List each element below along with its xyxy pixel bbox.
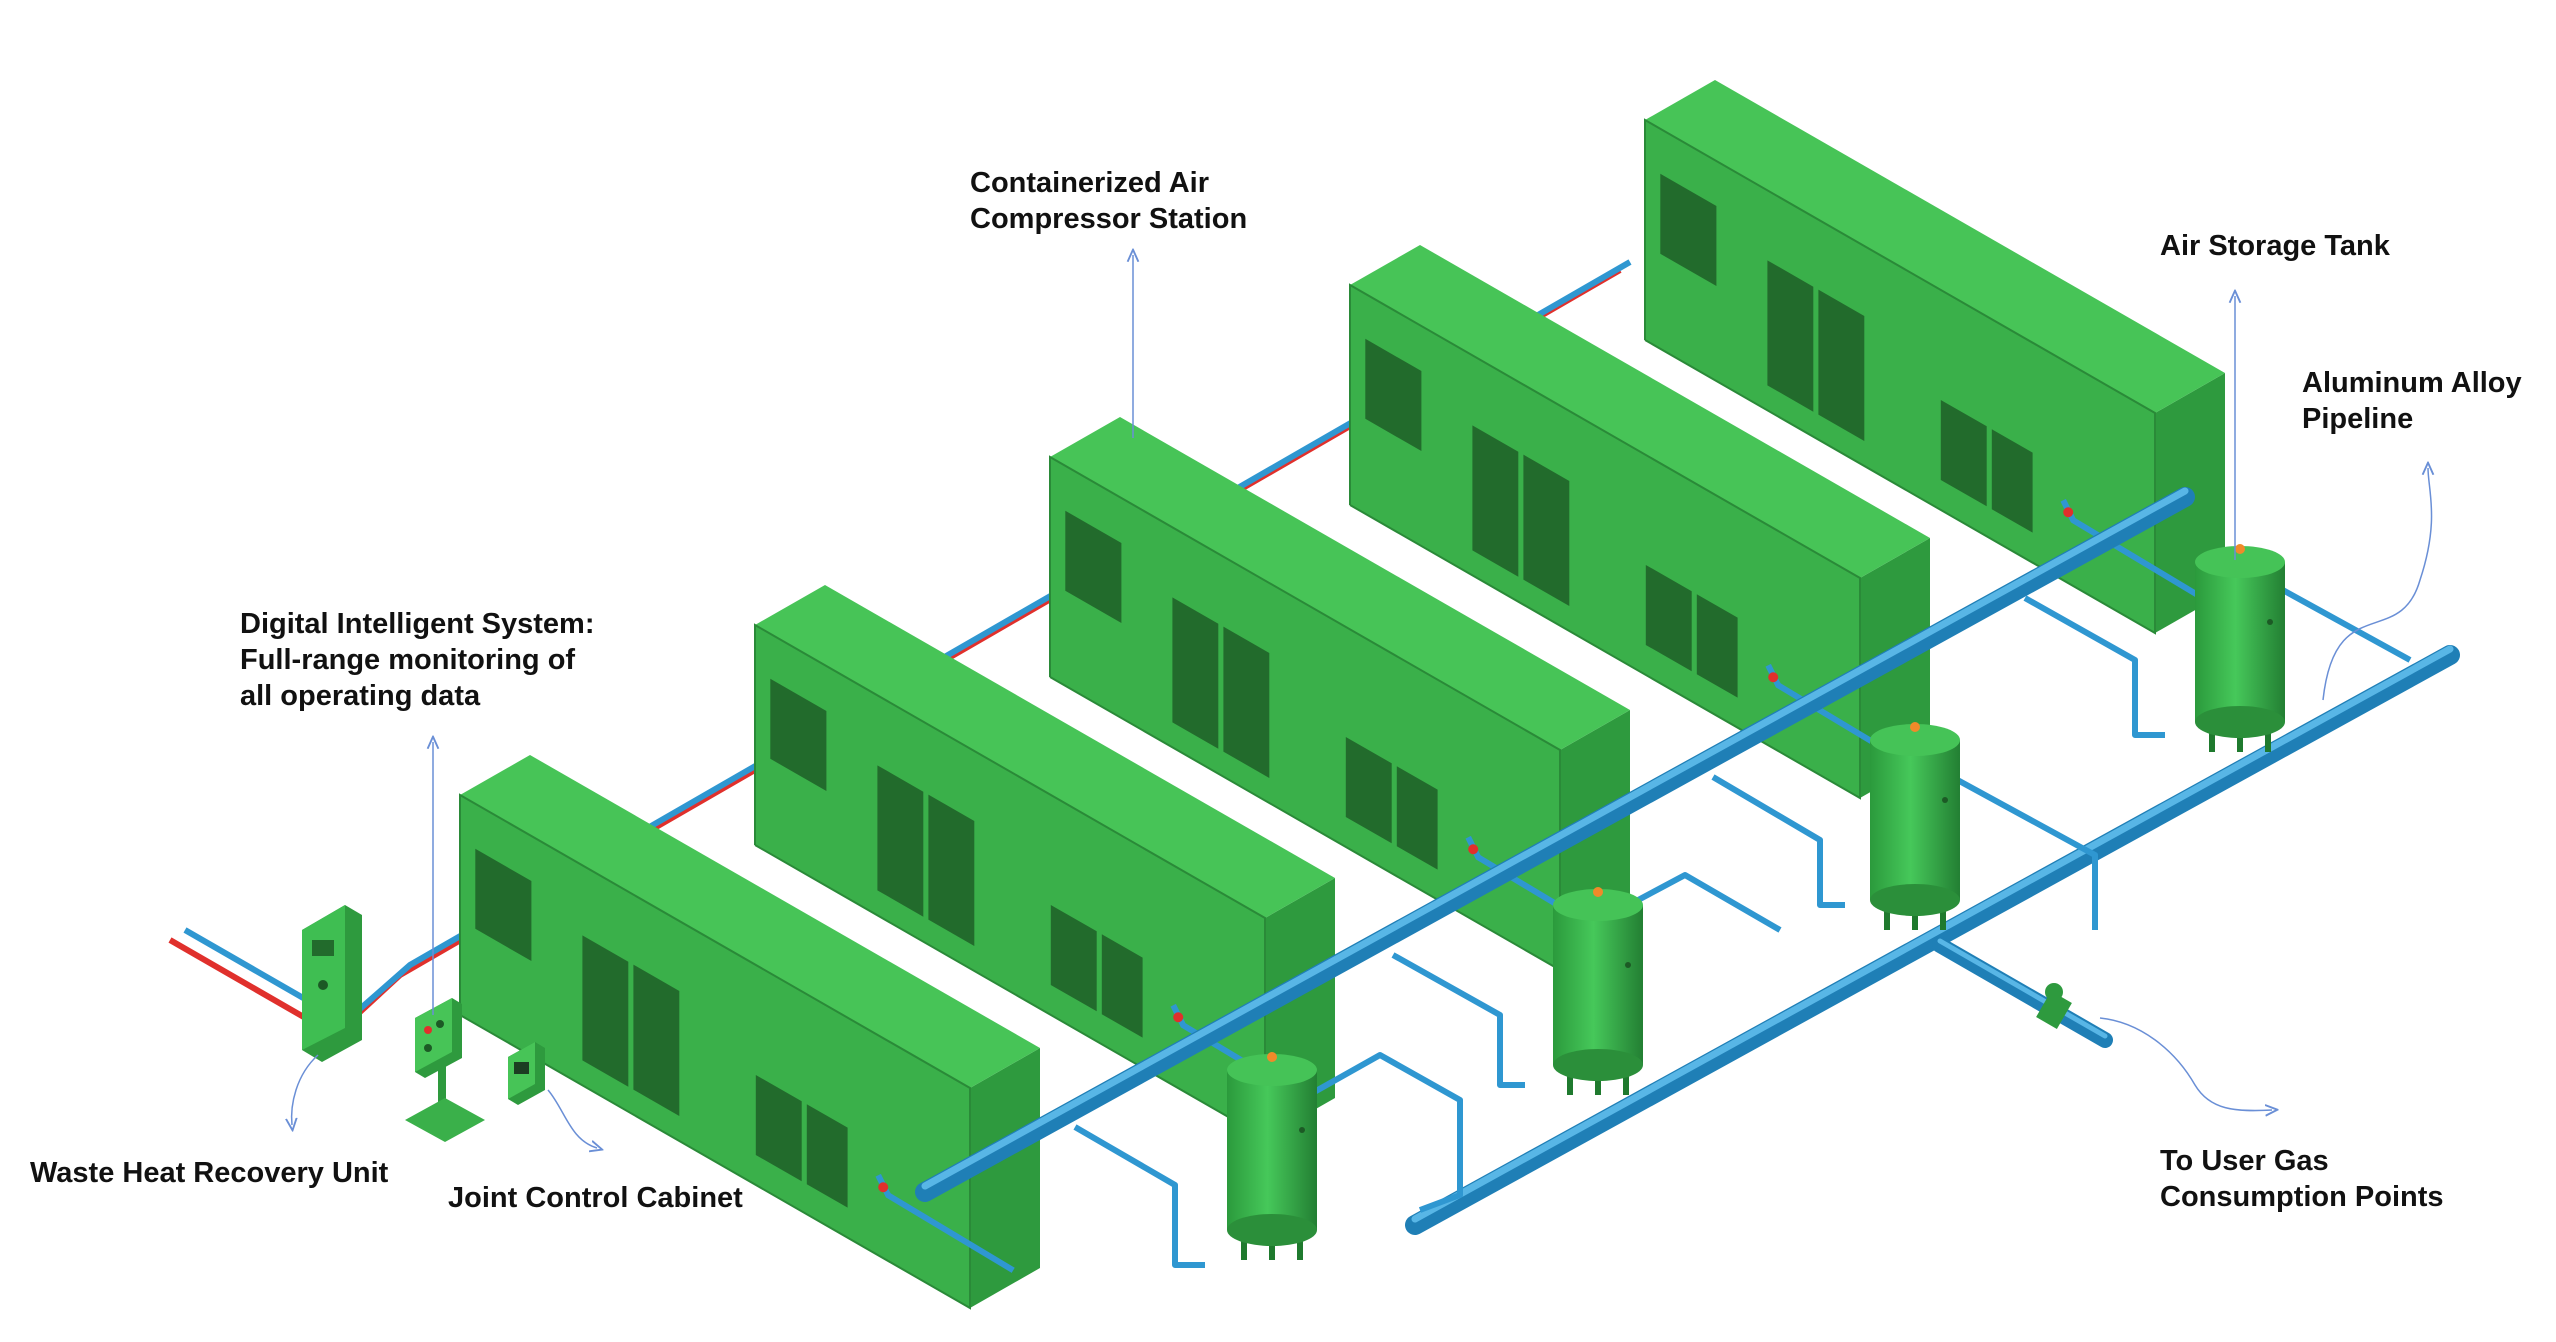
label-user-gas-consumption: To User Gas Consumption Points [2160, 1145, 2444, 1213]
compressor-outlet-pipe [2060, 498, 2200, 598]
compressor-containers [459, 80, 2225, 1310]
door-panel [1523, 454, 1570, 606]
pressure-gauge-icon [1625, 962, 1631, 968]
safety-valve-icon [1593, 887, 1603, 897]
door-panel [1223, 626, 1270, 778]
label-joint-control-cabinet: Joint Control Cabinet [448, 1182, 743, 1214]
outlet-valve-icon [1768, 672, 1779, 683]
pressure-gauge-icon [2267, 619, 2273, 625]
outlet-valve-icon [878, 1182, 889, 1193]
air-storage-tank-2 [1553, 887, 1643, 1095]
compressor-outlet-pipe [875, 1173, 1015, 1273]
door-panel [582, 935, 629, 1087]
vent-panel [1940, 399, 1987, 507]
vent-panel [1365, 338, 1422, 452]
vent-panel [1645, 564, 1692, 672]
header-pipe-lower [1405, 645, 2460, 1235]
vent-panel [755, 1074, 802, 1182]
user-outlet-pipe [1932, 937, 2113, 1048]
outlet-valve-icon [2063, 507, 2074, 518]
pressure-gauge-icon [1942, 797, 1948, 803]
vent-panel [1696, 594, 1738, 698]
air-storage-tanks [1227, 544, 2285, 1260]
compressor-container-1 [459, 755, 1040, 1310]
door-panel [633, 964, 680, 1116]
air-storage-tank-1 [1227, 1052, 1317, 1260]
label-digital-intelligent-system: Digital Intelligent System: Full-range m… [240, 608, 595, 712]
header-pipe-upper [915, 487, 2195, 1202]
outlet-valve-icon [1173, 1012, 1184, 1023]
compressor-outlet-pipe [1765, 663, 1905, 763]
label-air-storage-tank: Air Storage Tank [2160, 230, 2390, 262]
heat-recovery-pipes [168, 259, 1632, 1039]
door-panel [877, 765, 924, 917]
vent-panel [770, 678, 827, 792]
waste-heat-recovery-unit [302, 905, 362, 1062]
safety-valve-icon [1267, 1052, 1277, 1062]
vent-panel [1345, 736, 1392, 844]
outlet-valve [2036, 983, 2072, 1029]
leader-lines [292, 255, 2432, 1148]
vent-panel [1396, 766, 1438, 870]
door-panel [1472, 425, 1519, 577]
label-containerized-station: Containerized Air Compressor Station [970, 167, 1248, 235]
outlet-valve-icon [1468, 844, 1479, 855]
safety-valve-icon [2235, 544, 2245, 554]
cold-water-pipe [183, 259, 1632, 1026]
air-storage-tank-4 [2195, 544, 2285, 752]
door-panel [1818, 289, 1865, 441]
arrow-joint-control [547, 1089, 597, 1148]
joint-control-cabinet [508, 1042, 545, 1105]
air-storage-tank-3 [1870, 722, 1960, 930]
vent-panel [1660, 173, 1717, 287]
user-outlet-pipe-highlight [1937, 938, 2108, 1039]
arrow-waste-heat [292, 1054, 319, 1125]
vent-panel [806, 1104, 848, 1208]
vent-panel [1991, 429, 2033, 533]
door-panel [1767, 260, 1814, 412]
header-pipe-lower-highlight [1411, 645, 2454, 1223]
digital-control-panel [405, 998, 485, 1142]
label-aluminum-alloy-pipeline: Aluminum Alloy Pipeline [2302, 367, 2522, 435]
compressor-container-2 [754, 585, 1335, 1140]
compressor-container-3 [1049, 417, 1630, 972]
pressure-gauge-icon [1299, 1127, 1305, 1133]
label-waste-heat-recovery-unit: Waste Heat Recovery Unit [30, 1157, 389, 1189]
safety-valve-icon [1910, 722, 1920, 732]
vent-panel [1050, 904, 1097, 1012]
vent-panel [1065, 510, 1122, 624]
arrow-user-gas [2099, 1017, 2272, 1111]
header-pipe-upper-highlight [921, 487, 2189, 1190]
vent-panel [475, 848, 532, 962]
main-pipelines [915, 487, 2460, 1235]
vent-panel [1101, 934, 1143, 1038]
door-panel [1172, 597, 1219, 749]
arrow-aluminum-pipeline [2322, 468, 2432, 701]
door-panel [928, 794, 975, 946]
